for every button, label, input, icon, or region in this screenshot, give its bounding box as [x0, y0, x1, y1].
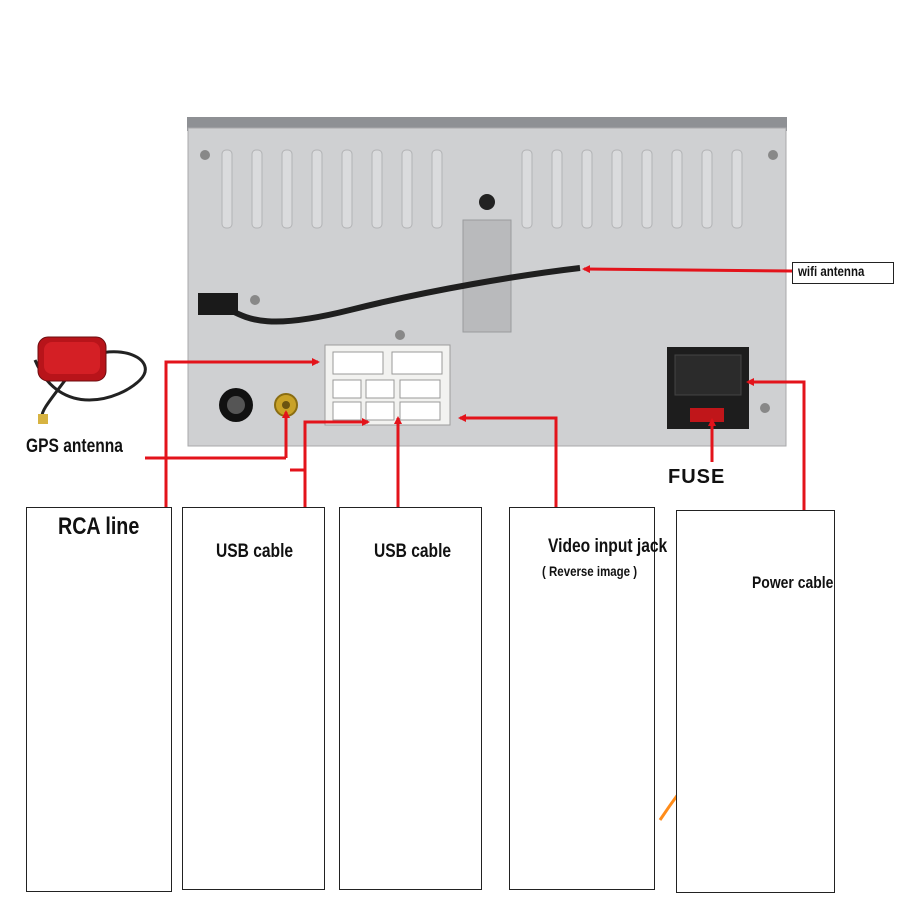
rca-usb-connector-block	[324, 344, 451, 426]
reverse-image-label: ( Reverse image )	[542, 563, 638, 579]
gps-antenna-device	[33, 336, 147, 424]
wifi-antenna-wire	[228, 265, 581, 325]
power-cable-label: Power cable	[752, 573, 834, 592]
usb-cable-2-panel	[339, 507, 482, 890]
usb-cable-1-panel	[182, 507, 325, 890]
arrow-wifi-antenna	[582, 265, 793, 274]
power-cable-panel	[676, 510, 835, 893]
fuse-label: FUSE	[668, 466, 726, 488]
head-unit-rear	[187, 117, 787, 447]
arrow-video-input	[458, 414, 558, 510]
rca-line-panel	[26, 507, 172, 892]
arrow-rca-line	[164, 358, 320, 510]
power-connector-block	[667, 347, 749, 429]
usb-cable-1-label: USB cable	[216, 541, 294, 562]
wifi-antenna-label-box	[792, 262, 894, 284]
usb-cable-2-label: USB cable	[374, 541, 452, 562]
video-input-jack-panel	[509, 507, 655, 890]
video-input-jack-label: Video input jack	[548, 536, 668, 557]
gps-and-rca-jacks	[219, 388, 298, 422]
leader-lines	[145, 265, 806, 510]
wifi-antenna-label: wifi antenna	[798, 263, 865, 279]
rca-line-label: RCA line	[58, 513, 140, 540]
arrow-usb-cable-1	[290, 468, 307, 510]
gps-antenna-label: GPS antenna	[26, 436, 123, 457]
top-vents	[221, 149, 743, 229]
arrow-usb-cable-1b	[303, 418, 370, 470]
arrow-power-cable	[746, 378, 806, 510]
